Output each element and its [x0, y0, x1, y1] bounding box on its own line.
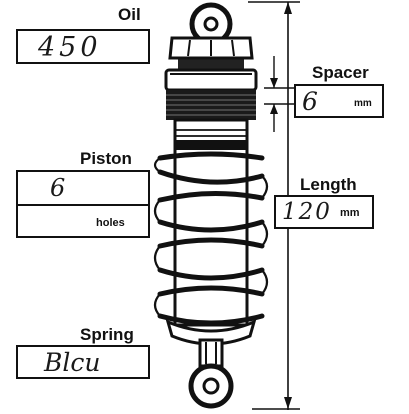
length-unit: mm [340, 207, 360, 219]
spring-field[interactable]: Blcu [16, 345, 150, 379]
spring-label: Spring [80, 325, 134, 344]
spacer-label: Spacer [312, 63, 369, 82]
spacer-value: 6 [302, 87, 318, 116]
piston-unit: holes [96, 217, 125, 229]
piston-field[interactable]: 6 holes [16, 170, 150, 238]
piston-value: 6 [50, 174, 66, 202]
spacer-field[interactable]: 6 mm [294, 84, 384, 118]
oil-field[interactable]: 450 [16, 29, 150, 64]
piston-label: Piston [80, 149, 132, 168]
length-label: Length [300, 175, 357, 194]
piston-field-divider [18, 204, 148, 206]
oil-value: 450 [38, 32, 102, 63]
length-field[interactable]: 120 mm [274, 195, 374, 229]
spring-value: Blcu [44, 348, 101, 377]
oil-label: Oil [118, 5, 141, 24]
length-value: 120 [282, 199, 332, 225]
spacer-unit: mm [354, 98, 372, 109]
